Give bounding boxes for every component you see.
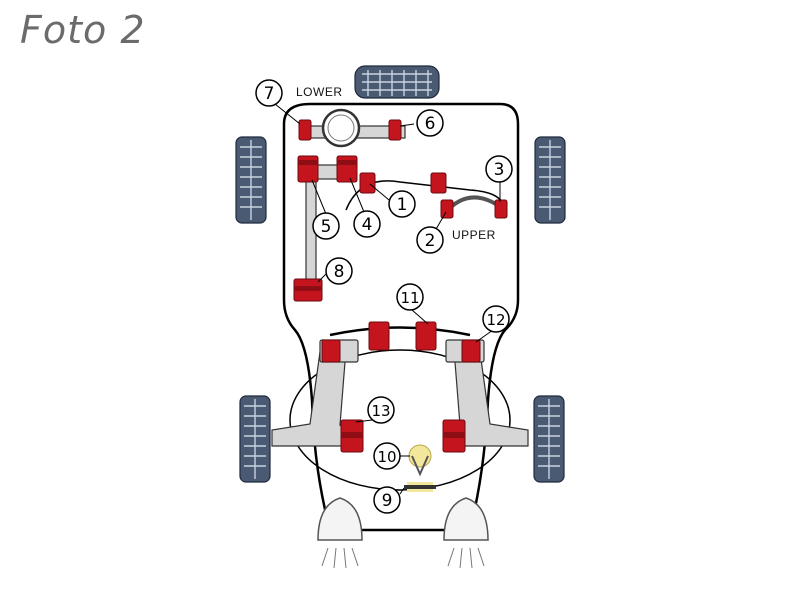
callout-7: 7	[255, 79, 283, 107]
svg-text:4: 4	[362, 215, 373, 235]
callout-6: 6	[416, 109, 444, 137]
callout-10: 10	[373, 442, 401, 470]
bush-rear-beam-right	[415, 321, 437, 351]
svg-text:10: 10	[377, 448, 396, 466]
bush-lower-right	[388, 119, 402, 141]
callout-12: 12	[482, 305, 510, 333]
bush-crossmember-left	[359, 172, 376, 194]
label-upper: UPPER	[452, 228, 496, 242]
svg-text:3: 3	[494, 160, 505, 180]
bush-upper-left	[440, 199, 454, 219]
callout-8: 8	[325, 257, 353, 285]
svg-text:2: 2	[425, 231, 436, 251]
bush-crossmember-right	[430, 172, 447, 194]
bush-front-arm-right	[336, 155, 358, 183]
bush-rear-arm-right	[461, 339, 481, 363]
spare-tyre	[354, 65, 440, 99]
rear-left-tyre	[239, 395, 271, 483]
callout-13: 13	[367, 396, 395, 424]
rear-right-light	[443, 497, 489, 569]
callout-4: 4	[353, 210, 381, 238]
bush-arm-rear	[293, 278, 323, 302]
callout-3: 3	[485, 155, 513, 183]
bush-front-arm-left	[297, 155, 319, 183]
bush-rear-beam-left	[368, 321, 390, 351]
svg-text:11: 11	[400, 289, 419, 307]
page-title: Foto 2	[20, 8, 146, 52]
bush-rear-arm-left	[321, 339, 341, 363]
bush-upper-right	[494, 199, 508, 219]
label-lower: LOWER	[296, 85, 343, 99]
callout-2: 2	[416, 226, 444, 254]
svg-text:1: 1	[397, 195, 408, 215]
callout-1: 1	[388, 190, 416, 218]
svg-text:9: 9	[382, 491, 393, 511]
svg-text:6: 6	[425, 114, 436, 134]
gearbox-mount	[404, 444, 436, 492]
callout-9: 9	[373, 486, 401, 514]
rear-left-light	[317, 497, 363, 569]
bush-lower-left	[298, 119, 312, 141]
svg-text:12: 12	[486, 311, 505, 329]
bush-trailing-left	[340, 419, 364, 453]
callout-11: 11	[396, 283, 424, 311]
svg-text:7: 7	[264, 84, 275, 104]
front-left-tyre	[235, 136, 267, 224]
rear-right-tyre	[533, 395, 565, 483]
rear-subframe	[289, 326, 511, 491]
callout-5: 5	[312, 212, 340, 240]
bush-trailing-right	[442, 419, 466, 453]
front-anti-roll-bar	[299, 108, 406, 148]
front-right-tyre	[534, 136, 566, 224]
svg-text:5: 5	[321, 217, 332, 237]
svg-text:13: 13	[371, 402, 390, 420]
svg-text:8: 8	[334, 262, 345, 282]
